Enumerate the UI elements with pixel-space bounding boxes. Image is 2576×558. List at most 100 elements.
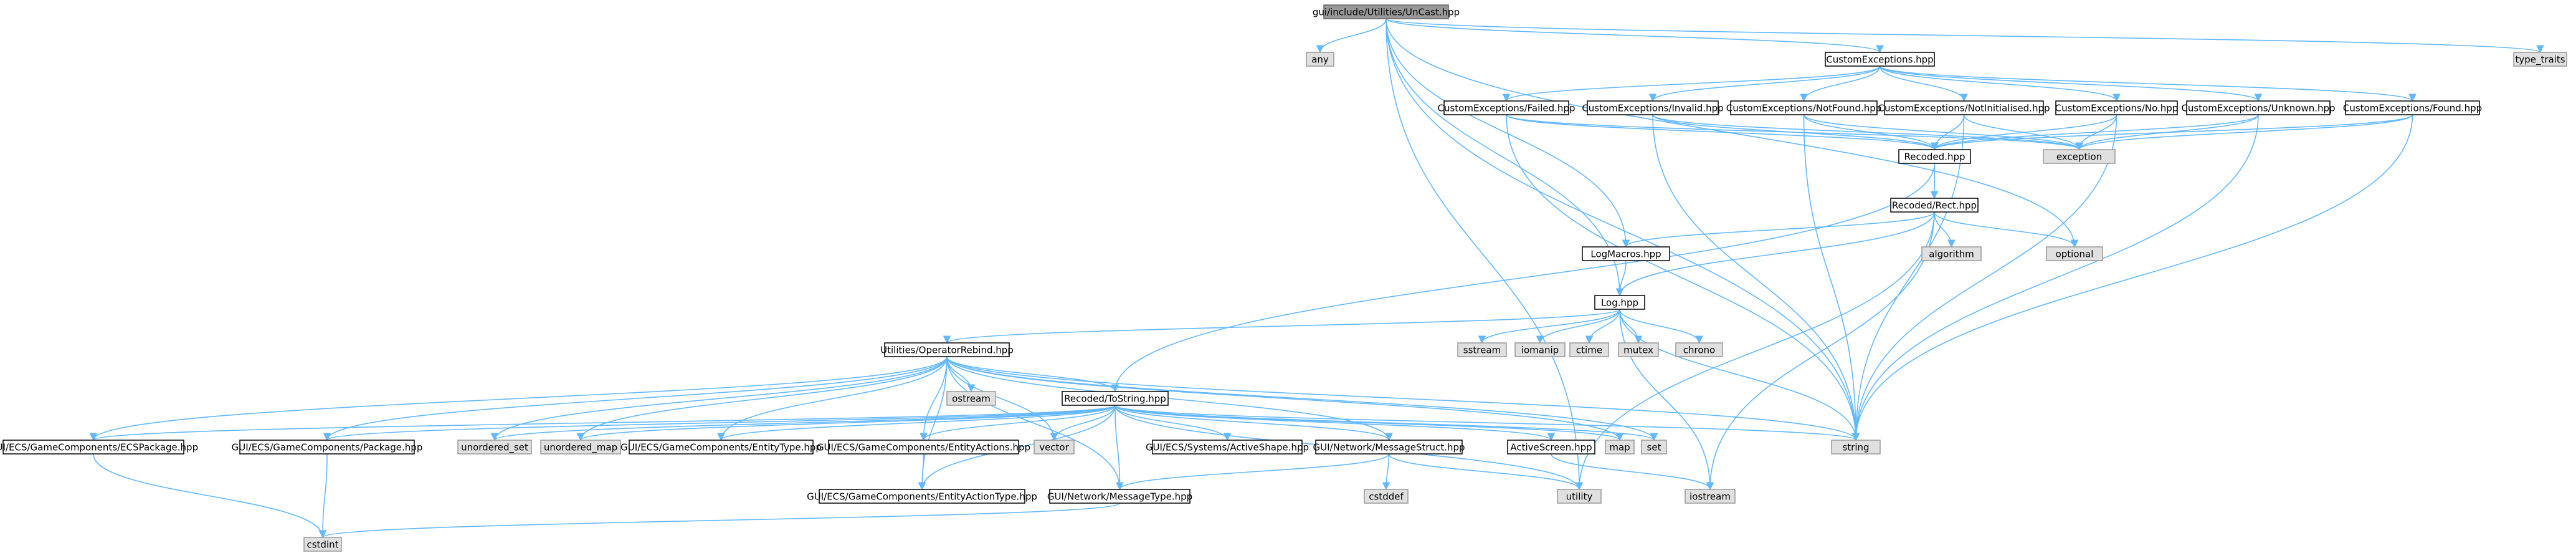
node-utility: utility bbox=[1557, 489, 1602, 504]
node-msgtype[interactable]: GUI/Network/MessageType.hpp bbox=[1047, 489, 1192, 504]
edge-root-to-utility bbox=[1385, 18, 1584, 491]
node-failed[interactable]: CustomExceptions/Failed.hpp bbox=[1437, 100, 1576, 115]
edge-log-to-sstream bbox=[1478, 309, 1620, 344]
node-box bbox=[540, 440, 621, 455]
node-label: unordered_set bbox=[461, 442, 528, 454]
node-box bbox=[2186, 100, 2331, 115]
edge-root-to-logmacros bbox=[1385, 18, 1630, 248]
node-tostring[interactable]: Recoded/ToString.hpp bbox=[1062, 391, 1169, 406]
node-box bbox=[1587, 100, 1719, 115]
edge-invalid-to-recoded bbox=[1652, 114, 1939, 151]
node-package[interactable]: GUI/ECS/GameComponents/Package.hpp bbox=[232, 440, 423, 455]
node-box bbox=[2, 440, 184, 455]
node-label: Recoded/Rect.hpp bbox=[1892, 200, 1977, 211]
node-chrono: chrono bbox=[1675, 342, 1723, 357]
node-uset: unordered_set bbox=[457, 440, 532, 455]
node-label: Recoded/ToString.hpp bbox=[1064, 393, 1166, 405]
edge-log-to-ctime bbox=[1585, 309, 1620, 344]
node-box bbox=[1364, 489, 1409, 504]
edge-msgstruct-to-utility bbox=[1388, 453, 1584, 491]
edge-oprebind-to-entityactions bbox=[920, 356, 948, 441]
edge-found-to-string bbox=[1851, 114, 2413, 441]
node-box bbox=[819, 489, 1025, 504]
node-box bbox=[1921, 246, 1982, 261]
node-box bbox=[1507, 440, 1595, 455]
node-found[interactable]: CustomExceptions/Found.hpp bbox=[2343, 100, 2482, 115]
edge-tostring-to-msgtype bbox=[1115, 405, 1124, 491]
node-ecspackage[interactable]: GUI/ECS/GameComponents/ECSPackage.hpp bbox=[0, 440, 198, 455]
node-label: GUI/ECS/GameComponents/ECSPackage.hpp bbox=[0, 442, 198, 453]
node-box bbox=[1831, 440, 1881, 455]
edge-oprebind-to-umap bbox=[576, 356, 948, 441]
node-customexc[interactable]: CustomExceptions.hpp bbox=[1825, 52, 1935, 67]
edge-tostring-to-ecspackage bbox=[90, 405, 1116, 441]
node-activescreen[interactable]: ActiveScreen.hpp bbox=[1507, 440, 1595, 455]
node-label: algorithm bbox=[1929, 249, 1974, 260]
edge-rect-to-iostream bbox=[1706, 211, 1935, 491]
node-oprebind[interactable]: Utilities/OperatorRebind.hpp bbox=[880, 342, 1014, 357]
edge-customexc-to-found bbox=[1879, 65, 2417, 102]
node-log[interactable]: Log.hpp bbox=[1594, 295, 1645, 310]
node-exception: exception bbox=[2043, 149, 2116, 164]
node-label: GUI/ECS/Systems/ActiveShape.hpp bbox=[1146, 442, 1309, 453]
edge-oprebind-to-set bbox=[946, 356, 1658, 441]
node-label: utility bbox=[1566, 491, 1593, 503]
node-notfound[interactable]: CustomExceptions/NotFound.hpp bbox=[1726, 100, 1882, 115]
node-box bbox=[1890, 198, 1979, 213]
node-label: ActiveScreen.hpp bbox=[1510, 442, 1592, 453]
node-umap: unordered_map bbox=[540, 440, 621, 455]
edge-customexc-to-invalid bbox=[1648, 65, 1881, 102]
node-label: cstddef bbox=[1369, 491, 1404, 503]
node-cstddef: cstddef bbox=[1364, 489, 1409, 504]
edge-msgtype-to-cstdint bbox=[319, 503, 1121, 539]
edge-tostring-to-set bbox=[1115, 405, 1658, 441]
edge-msgstruct-to-cstddef bbox=[1382, 453, 1390, 491]
node-entitytype[interactable]: GUI/ECS/GameComponents/EntityType.hpp bbox=[620, 440, 822, 455]
node-any: any bbox=[1306, 52, 1334, 67]
node-box bbox=[1062, 391, 1169, 406]
edge-root-to-string bbox=[1385, 18, 1860, 441]
node-unknown[interactable]: CustomExceptions/Unknown.hpp bbox=[2181, 100, 2336, 115]
node-box bbox=[1323, 4, 1449, 19]
node-notinit[interactable]: CustomExceptions/NotInitialised.hpp bbox=[1878, 100, 2050, 115]
edge-tostring-to-msgstruct bbox=[1115, 405, 1393, 441]
node-label: CustomExceptions/No.hpp bbox=[2055, 103, 2179, 114]
edge-oprebind-to-msgtype bbox=[946, 356, 1124, 491]
node-label: iostream bbox=[1690, 491, 1731, 503]
edge-customexc-to-notinit bbox=[1879, 65, 1968, 102]
node-root[interactable]: gui/include/Utilities/UnCast.hpp bbox=[1313, 4, 1460, 19]
node-map: map bbox=[1605, 440, 1635, 455]
node-invalid[interactable]: CustomExceptions/Invalid.hpp bbox=[1582, 100, 1724, 115]
node-label: unordered_map bbox=[544, 442, 617, 454]
node-entityactiontype[interactable]: GUI/ECS/GameComponents/EntityActionType.… bbox=[807, 489, 1037, 504]
edge-rect-to-algorithm bbox=[1934, 211, 1956, 248]
node-cstdint: cstdint bbox=[303, 537, 342, 552]
node-optional: optional bbox=[2046, 246, 2103, 261]
node-label: any bbox=[1311, 54, 1329, 65]
node-entityactions[interactable]: GUI/ECS/GameComponents/EntityActions.hpp bbox=[817, 440, 1030, 455]
node-label: CustomExceptions/NotInitialised.hpp bbox=[1878, 103, 2050, 114]
node-box bbox=[946, 391, 996, 406]
edge-failed-to-recoded bbox=[1506, 114, 1939, 151]
node-box bbox=[1557, 489, 1602, 504]
node-label: exception bbox=[2056, 152, 2102, 163]
edge-notinit-to-string bbox=[1851, 114, 1965, 441]
node-logmacros[interactable]: LogMacros.hpp bbox=[1582, 246, 1670, 261]
node-activeshape[interactable]: GUI/ECS/Systems/ActiveShape.hpp bbox=[1146, 440, 1309, 455]
node-box bbox=[1457, 342, 1507, 357]
node-recoded[interactable]: Recoded.hpp bbox=[1898, 149, 1971, 164]
edge-entityactions-to-entityactiontype bbox=[918, 453, 926, 491]
edge-customexc-to-failed bbox=[1502, 65, 1881, 102]
node-label: CustomExceptions.hpp bbox=[1826, 54, 1933, 65]
node-msgstruct[interactable]: GUI/Network/MessageStruct.hpp bbox=[1313, 440, 1465, 455]
node-label: ostream bbox=[952, 393, 991, 405]
node-label: Recoded.hpp bbox=[1904, 152, 1965, 163]
edge-log-to-string bbox=[1619, 309, 1860, 441]
node-label: CustomExceptions/Unknown.hpp bbox=[2181, 103, 2335, 114]
edge-found-to-recoded bbox=[1931, 114, 2413, 151]
node-box bbox=[1034, 440, 1075, 455]
node-rect[interactable]: Recoded/Rect.hpp bbox=[1890, 198, 1979, 213]
node-mutex: mutex bbox=[1618, 342, 1659, 357]
node-box bbox=[239, 440, 415, 455]
node-no[interactable]: CustomExceptions/No.hpp bbox=[2055, 100, 2179, 115]
